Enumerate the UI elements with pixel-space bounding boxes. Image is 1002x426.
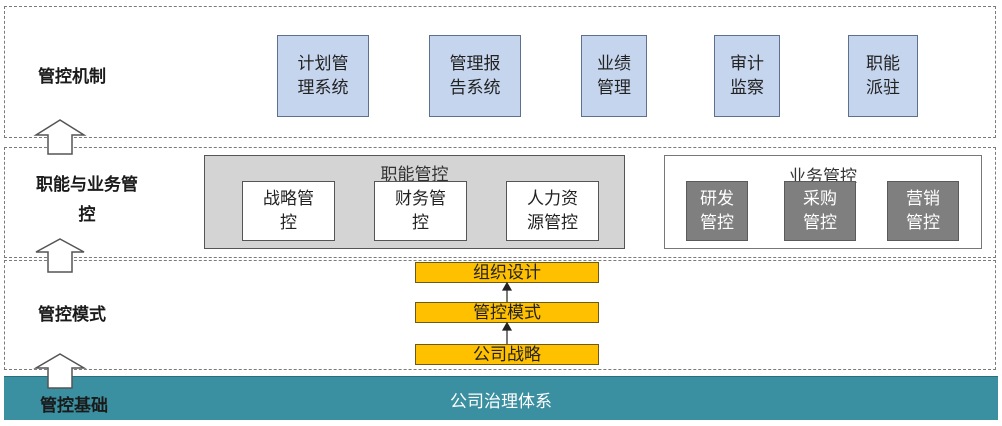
foundation-center-text: 公司治理体系 <box>450 392 552 412</box>
mechanism-box-audit: 审计 监察 <box>714 35 780 117</box>
mode-box-control-mode-text: 管控模式 <box>473 302 541 323</box>
foundation-bar: 管控基础 公司治理体系 <box>4 376 998 420</box>
mechanism-box-report-text: 管理报 告系统 <box>449 54 501 98</box>
mechanism-box-audit-text: 审计 监察 <box>730 54 764 98</box>
mechanism-box-report: 管理报 告系统 <box>429 35 521 117</box>
mechanism-box-plan-text: 计划管 理系统 <box>297 54 349 98</box>
functional-box-hr-text: 人力资 源管控 <box>527 189 578 233</box>
up-arrow-icon <box>33 119 87 155</box>
mechanism-box-dispatch: 职能 派驻 <box>848 35 918 117</box>
functional-box-hr: 人力资 源管控 <box>506 181 599 241</box>
layer-mechanism <box>4 6 996 138</box>
mode-label: 管控模式 <box>38 305 106 325</box>
mode-box-strategy-text: 公司战略 <box>473 344 541 365</box>
layer-function-business <box>4 147 996 258</box>
functional-box-strategy: 战略管 控 <box>242 181 335 241</box>
business-box-procurement: 采购 管控 <box>784 181 856 241</box>
small-up-arrow-icon <box>501 321 513 331</box>
mode-box-org-design-text: 组织设计 <box>473 262 541 283</box>
functional-control-title: 职能管控 <box>380 165 449 185</box>
business-box-procurement-text: 采购 管控 <box>803 189 837 233</box>
up-arrow-icon <box>35 238 85 273</box>
mechanism-box-performance-text: 业绩 管理 <box>597 54 631 98</box>
business-box-rnd: 研发 管控 <box>686 181 748 241</box>
business-box-rnd-text: 研发 管控 <box>700 189 734 233</box>
functional-box-finance: 财务管 控 <box>374 181 467 241</box>
functional-box-strategy-text: 战略管 控 <box>263 189 314 233</box>
mechanism-box-plan: 计划管 理系统 <box>277 35 369 117</box>
mechanism-label: 管控机制 <box>38 67 106 87</box>
function-business-label: 职能与业务管 控 <box>36 175 138 225</box>
functional-box-finance-text: 财务管 控 <box>395 189 446 233</box>
mode-box-strategy: 公司战略 <box>415 344 599 365</box>
business-box-marketing: 营销 管控 <box>887 181 959 241</box>
mechanism-box-performance: 业绩 管理 <box>581 35 647 117</box>
layer-mode <box>4 260 996 370</box>
mode-box-control-mode: 管控模式 <box>415 302 599 323</box>
small-up-arrow-icon <box>501 281 513 291</box>
up-arrow-icon <box>33 353 87 389</box>
mechanism-box-dispatch-text: 职能 派驻 <box>866 54 900 98</box>
business-box-marketing-text: 营销 管控 <box>906 189 940 233</box>
foundation-label: 管控基础 <box>40 396 108 416</box>
